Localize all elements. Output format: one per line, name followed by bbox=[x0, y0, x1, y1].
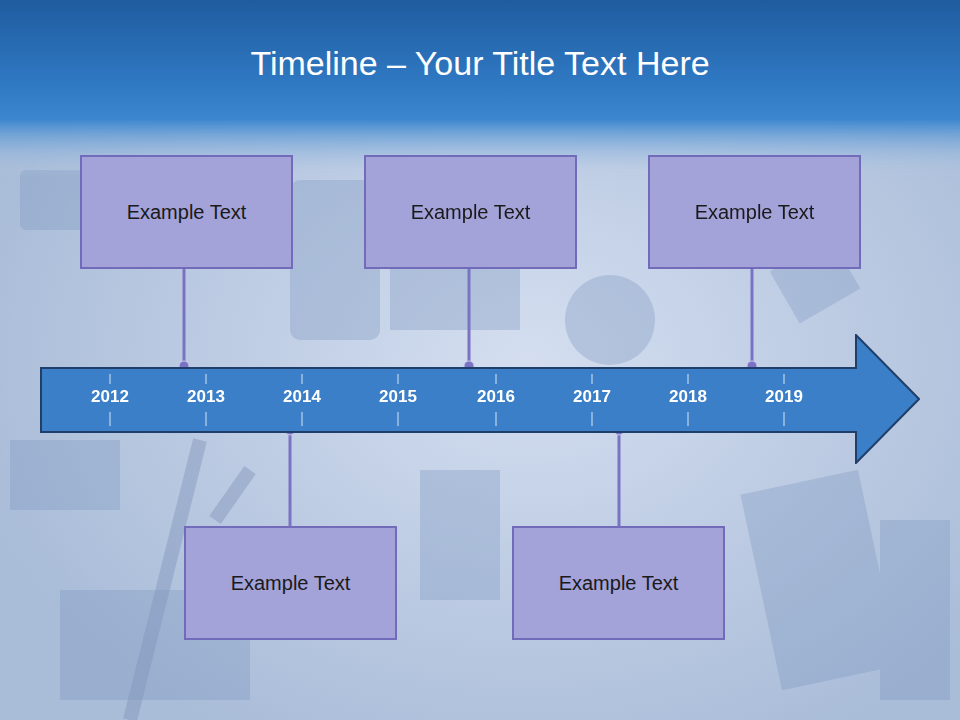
event-box: Example Text bbox=[184, 526, 397, 640]
event-text: Example Text bbox=[683, 201, 827, 224]
leader-line bbox=[179, 269, 189, 371]
year-label: 2015 bbox=[379, 387, 417, 407]
leader-stroke bbox=[183, 269, 186, 366]
arrow-body bbox=[41, 335, 919, 463]
tick-mark bbox=[784, 412, 785, 426]
tick-mark bbox=[688, 412, 689, 426]
tick-mark bbox=[592, 412, 593, 426]
leader-line bbox=[747, 269, 757, 371]
event-text: Example Text bbox=[399, 201, 543, 224]
tick-mark bbox=[302, 374, 303, 384]
tick-mark bbox=[784, 374, 785, 384]
tick-mark bbox=[110, 412, 111, 426]
year-label: 2014 bbox=[283, 387, 321, 407]
leader-stroke bbox=[618, 430, 621, 526]
event-box: Example Text bbox=[512, 526, 725, 640]
header-band bbox=[0, 0, 960, 120]
timeline-arrow: 2012 2013 2014 2015 2016 2017 2018 2019 bbox=[40, 334, 920, 464]
event-text: Example Text bbox=[219, 572, 363, 595]
tick-mark bbox=[398, 412, 399, 426]
tick-mark bbox=[496, 374, 497, 384]
tick-mark bbox=[206, 412, 207, 426]
tick-mark bbox=[398, 374, 399, 384]
event-text: Example Text bbox=[547, 572, 691, 595]
tick-mark bbox=[110, 374, 111, 384]
leader-stroke bbox=[289, 430, 292, 526]
tick-mark bbox=[206, 374, 207, 384]
year-label: 2012 bbox=[91, 387, 129, 407]
tick-mark bbox=[302, 412, 303, 426]
slide-title: Timeline – Your Title Text Here bbox=[0, 44, 960, 83]
event-box: Example Text bbox=[648, 155, 861, 269]
leader-stroke bbox=[751, 269, 754, 366]
leader-line bbox=[285, 425, 295, 526]
event-box: Example Text bbox=[364, 155, 577, 269]
event-box: Example Text bbox=[80, 155, 293, 269]
tick-mark bbox=[592, 374, 593, 384]
leader-line bbox=[464, 269, 474, 371]
year-label: 2013 bbox=[187, 387, 225, 407]
tick-mark bbox=[496, 412, 497, 426]
year-label: 2018 bbox=[669, 387, 707, 407]
tick-mark bbox=[688, 374, 689, 384]
leader-stroke bbox=[468, 269, 471, 366]
event-text: Example Text bbox=[115, 201, 259, 224]
year-label: 2016 bbox=[477, 387, 515, 407]
leader-line bbox=[614, 425, 624, 526]
year-label: 2019 bbox=[765, 387, 803, 407]
year-label: 2017 bbox=[573, 387, 611, 407]
